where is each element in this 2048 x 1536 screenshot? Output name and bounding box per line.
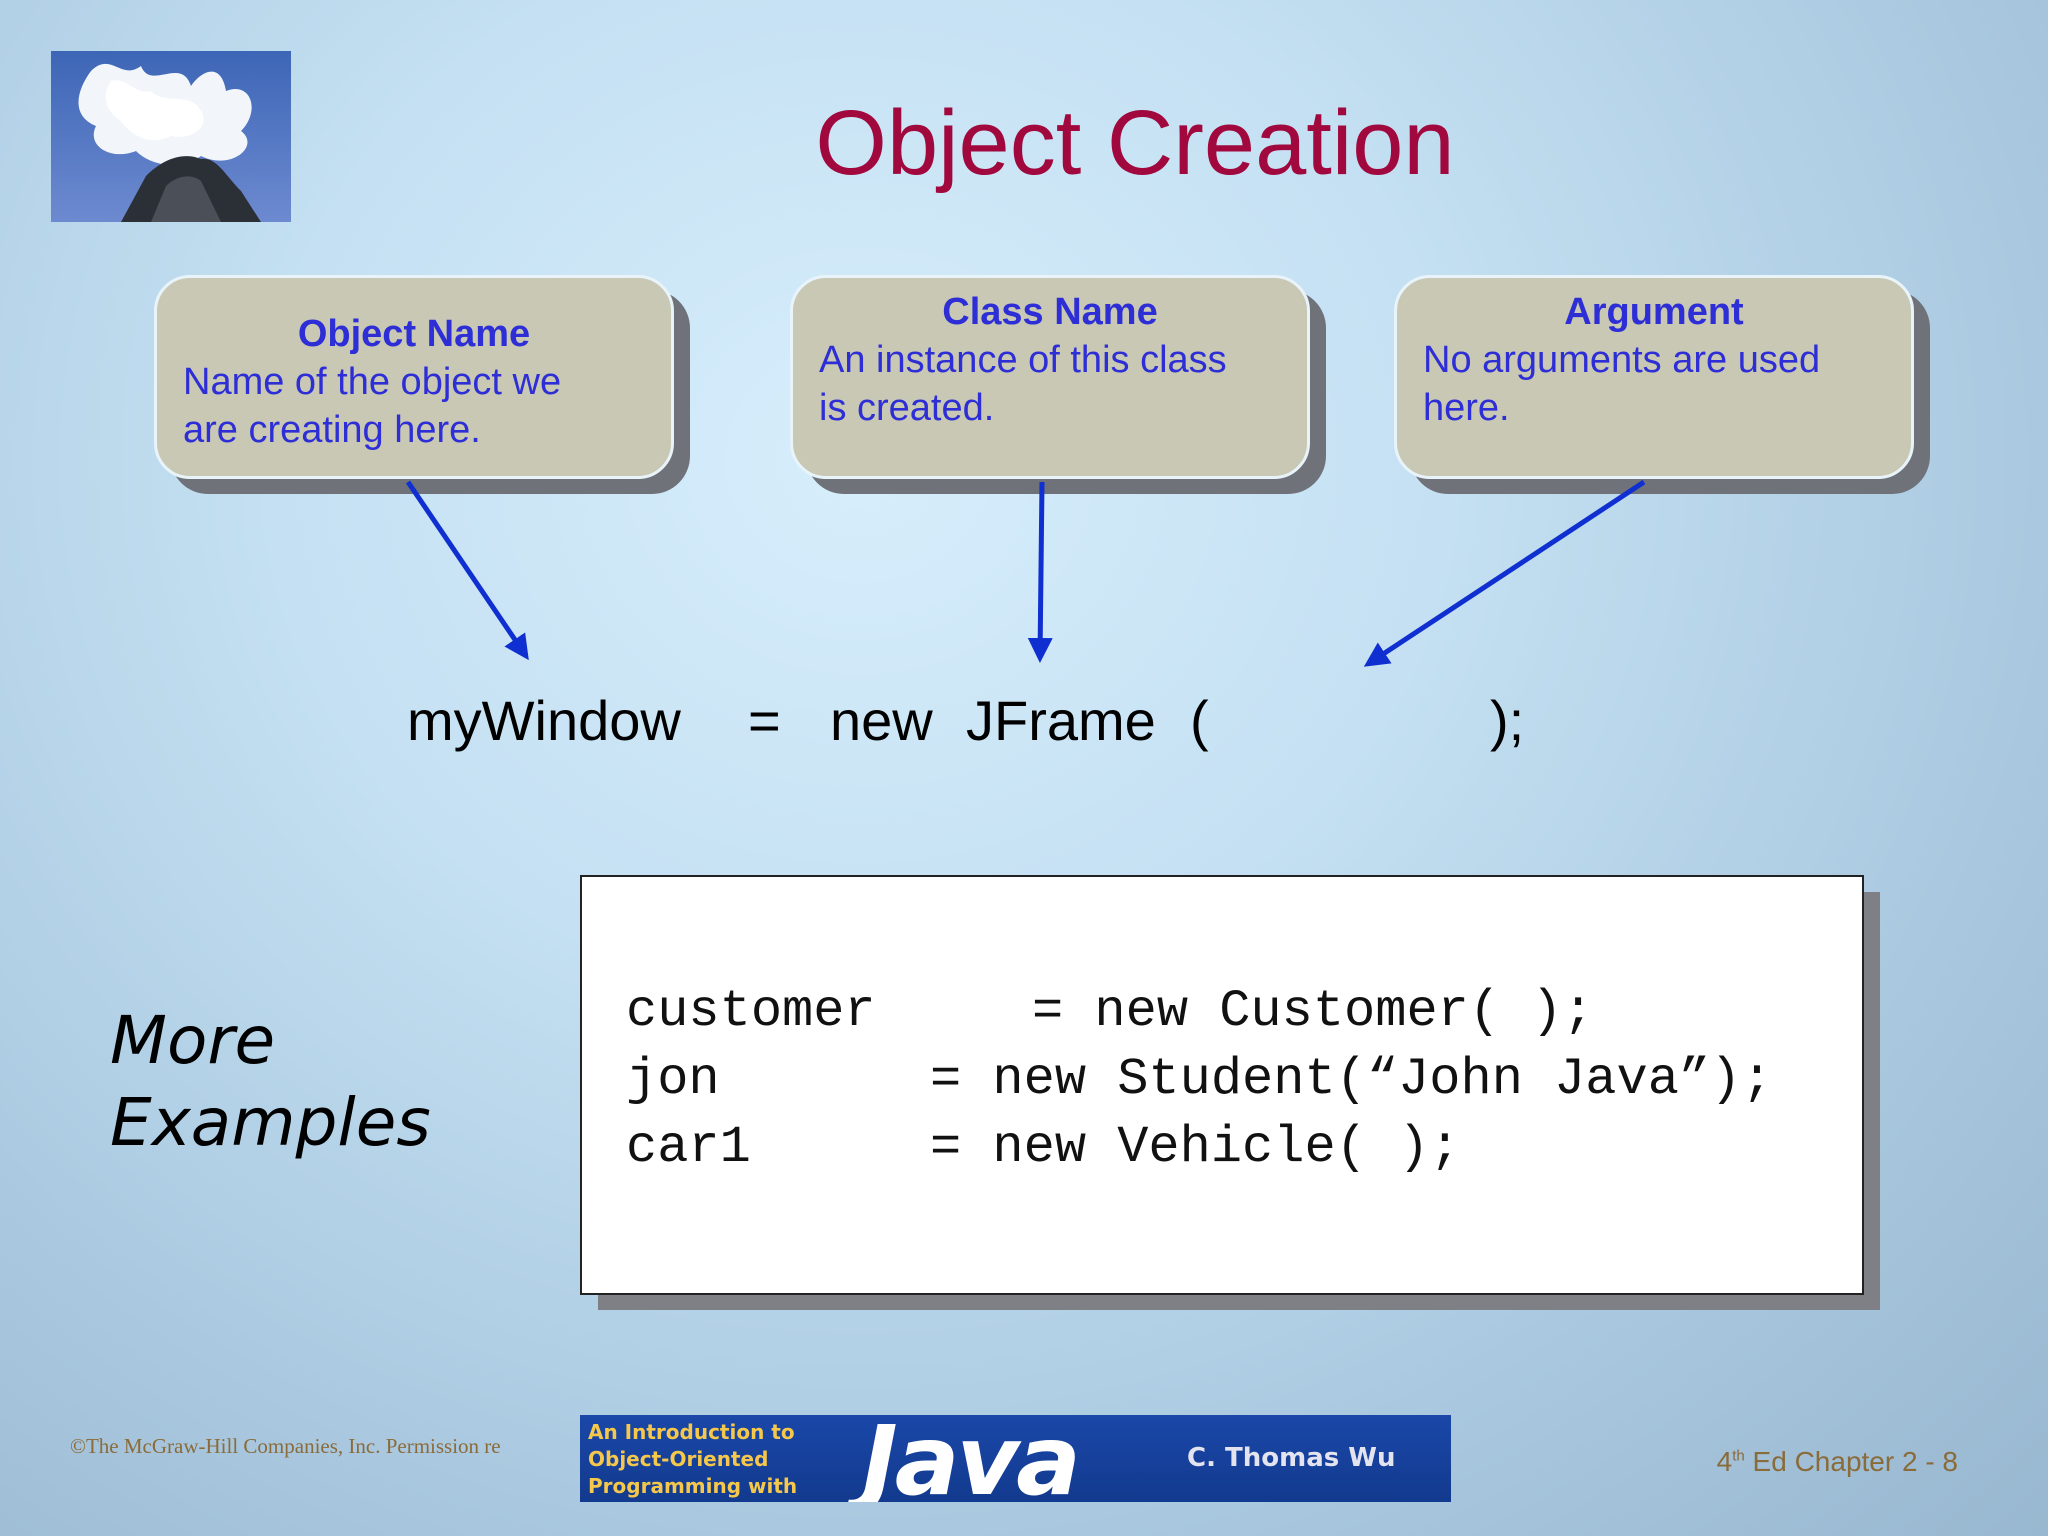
callout-heading: Object Name [297, 313, 531, 355]
callout-text-line: is created. [819, 387, 995, 429]
chapter-text: Ed Chapter 2 - 8 [1744, 1446, 1958, 1477]
callout-argument: Argument No arguments are used here. [1394, 275, 1914, 479]
code-var-name: car1 [626, 1118, 751, 1177]
arrow-to-class [1027, 481, 1053, 663]
callout-heading: Argument [1564, 291, 1744, 333]
code-assignment: = new Vehicle( ); [930, 1118, 1461, 1177]
code-assignment: = new Student(“John Java”); [930, 1050, 1773, 1109]
callout-text-line: here. [1423, 387, 1510, 429]
callout-text-line: An instance of this class [819, 339, 1227, 381]
banner-java-wordmark: Java [862, 1415, 1081, 1502]
more-examples-label: More Examples [110, 1000, 450, 1164]
statement-object-name: myWindow [407, 689, 681, 752]
edition-suffix: th [1732, 1447, 1745, 1465]
splash-photo [51, 51, 291, 222]
statement-equals: = [748, 689, 781, 752]
code-examples-box: customer = new Customer( ); jon = new St… [580, 875, 1864, 1295]
banner-subtitle: An Introduction to Object-Oriented Progr… [588, 1419, 838, 1500]
code-var-name: customer [626, 982, 876, 1041]
callout-class-name: Class Name An instance of this class is … [790, 275, 1310, 479]
statement-new-keyword: new [830, 689, 933, 752]
callout-heading: Class Name [942, 291, 1158, 333]
arrow-to-object [405, 480, 529, 661]
more-examples-line: More [110, 1002, 276, 1079]
more-examples-line: Examples [110, 1084, 431, 1161]
banner-subtitle-line: An Introduction to [588, 1420, 795, 1444]
edition-number: 4 [1716, 1446, 1733, 1477]
arrow-to-argument [1363, 479, 1646, 667]
statement-close: ); [1490, 689, 1525, 752]
book-banner: An Introduction to Object-Oriented Progr… [580, 1415, 1451, 1502]
copyright-notice: ©The McGraw-Hill Companies, Inc. Permiss… [70, 1434, 501, 1458]
statement-class-name: JFrame [966, 689, 1156, 752]
callout-text-line: Name of the object we [183, 361, 562, 403]
statement-open-paren: ( [1190, 689, 1209, 752]
code-assignment: = new Customer( ); [1032, 982, 1594, 1041]
slide-title: Object Creation [815, 92, 1455, 194]
chapter-label: 4th Ed Chapter 2 - 8 [1717, 1446, 1958, 1478]
callout-object-name: Object Name Name of the object we are cr… [154, 275, 674, 479]
banner-subtitle-line: Programming with [588, 1474, 798, 1498]
callout-text-line: are creating here. [183, 409, 481, 451]
code-var-name: jon [626, 1050, 720, 1109]
banner-author: C. Thomas Wu [1187, 1443, 1396, 1473]
callout-text-line: No arguments are used [1423, 339, 1821, 381]
banner-subtitle-line: Object-Oriented [588, 1447, 769, 1471]
